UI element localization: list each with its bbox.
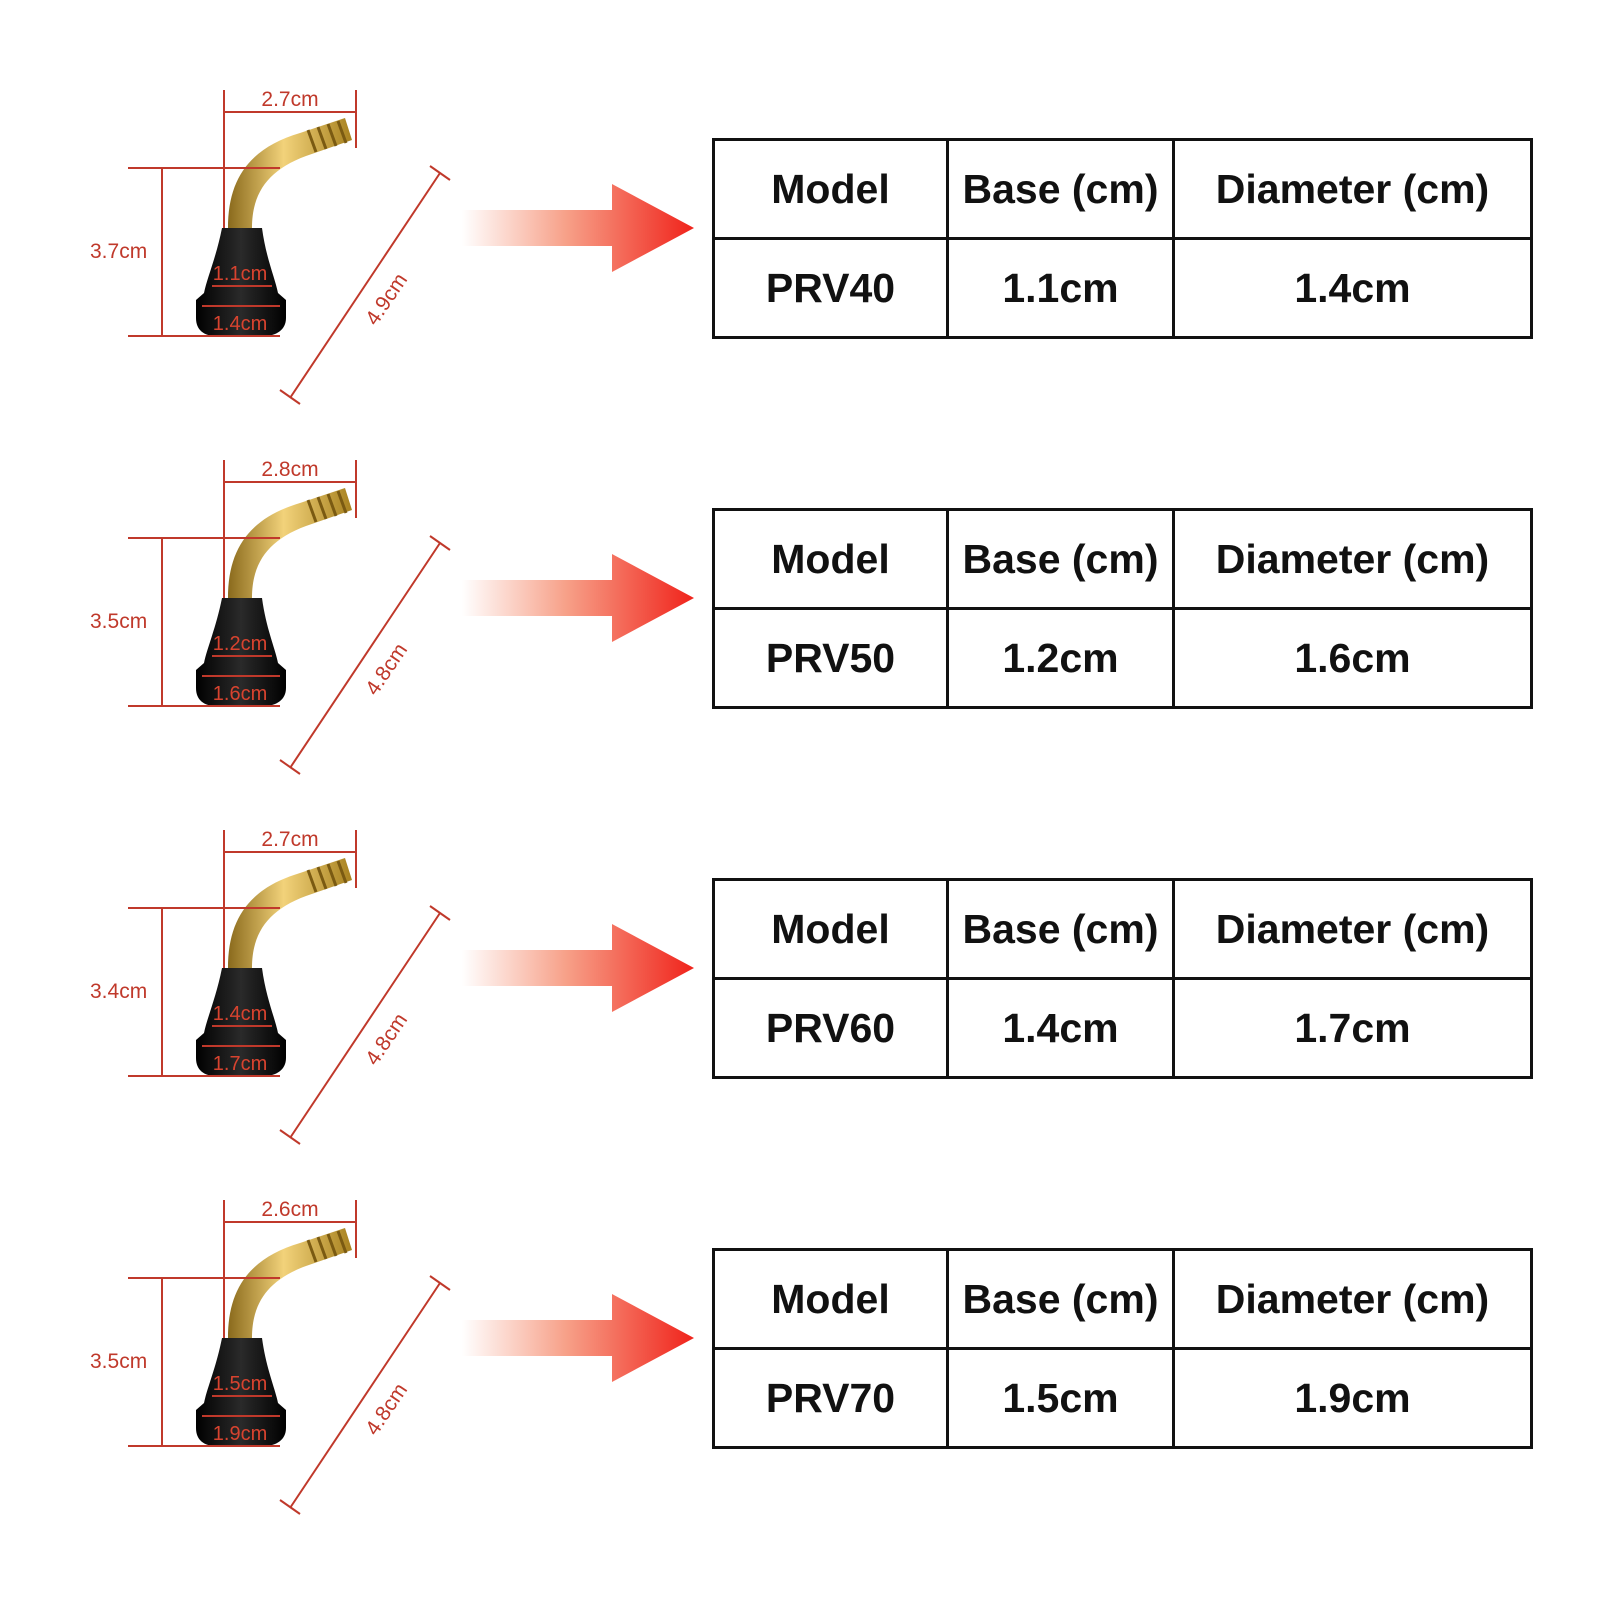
header-model: Model [712, 878, 949, 980]
diameter-value: 1.4cm [1172, 237, 1533, 339]
width-label: 2.8cm [261, 458, 318, 481]
model-value: PRV60 [712, 977, 949, 1079]
valve-diagram: 2.7cm 3.7cm 4.9cm 1.1cm 1.4cm [90, 88, 451, 405]
dimension-lines [128, 830, 451, 1145]
base-label: 1.1cm [213, 263, 267, 285]
base-label: 1.4cm [213, 1003, 267, 1025]
spec-header-row: Model Base (cm) Diameter (cm) [712, 878, 1533, 980]
brass-stem-icon [228, 858, 352, 968]
header-diameter: Diameter (cm) [1172, 508, 1533, 610]
header-base: Base (cm) [946, 508, 1175, 610]
dimension-lines [128, 1200, 451, 1515]
model-value: PRV70 [712, 1347, 949, 1449]
spec-header-row: Model Base (cm) Diameter (cm) [712, 1248, 1533, 1350]
dimension-lines [128, 90, 451, 405]
spec-table: Model Base (cm) Diameter (cm) PRV50 1.2c… [712, 508, 1533, 709]
base-value: 1.4cm [946, 977, 1175, 1079]
rubber-body-icon [196, 1338, 286, 1446]
brass-stem-icon [228, 118, 352, 228]
base-value: 1.1cm [946, 237, 1175, 339]
diameter-value: 1.9cm [1172, 1347, 1533, 1449]
brass-stem-icon [228, 488, 352, 598]
diameter-value: 1.6cm [1172, 607, 1533, 709]
thread-icon [306, 1230, 348, 1263]
base-value: 1.5cm [946, 1347, 1175, 1449]
base-value: 1.2cm [946, 607, 1175, 709]
model-value: PRV40 [712, 237, 949, 339]
height-label: 3.5cm [90, 610, 147, 633]
valve-diagram: 2.7cm 3.4cm 4.8cm 1.4cm 1.7cm [90, 828, 451, 1145]
variant-row-prv60: 2.7cm 3.4cm 4.8cm 1.4cm 1.7cm Model Base… [0, 818, 1600, 1198]
width-label: 2.7cm [261, 88, 318, 111]
diameter-label: 1.6cm [213, 683, 267, 705]
variant-row-prv50: 2.8cm 3.5cm 4.8cm 1.2cm 1.6cm Model Base… [0, 448, 1600, 828]
header-base: Base (cm) [946, 878, 1175, 980]
header-diameter: Diameter (cm) [1172, 1248, 1533, 1350]
spec-table: Model Base (cm) Diameter (cm) PRV60 1.4c… [712, 878, 1533, 1079]
rubber-body-icon [196, 228, 286, 336]
valve-diagram: 2.8cm 3.5cm 4.8cm 1.2cm 1.6cm [90, 458, 451, 775]
arrow-right-icon [462, 924, 694, 1012]
spec-value-row: PRV60 1.4cm 1.7cm [712, 977, 1533, 1079]
diameter-value: 1.7cm [1172, 977, 1533, 1079]
dimension-lines [128, 460, 451, 775]
header-base: Base (cm) [946, 1248, 1175, 1350]
height-label: 3.4cm [90, 980, 147, 1003]
header-model: Model [712, 138, 949, 240]
base-label: 1.5cm [213, 1373, 267, 1395]
rubber-body-icon [196, 968, 286, 1076]
model-value: PRV50 [712, 607, 949, 709]
valve-diagram: 2.6cm 3.5cm 4.8cm 1.5cm 1.9cm [90, 1198, 451, 1515]
thread-icon [306, 860, 348, 893]
thread-icon [306, 120, 348, 153]
arrow-right-icon [462, 1294, 694, 1382]
base-label: 1.2cm [213, 633, 267, 655]
spec-table: Model Base (cm) Diameter (cm) PRV40 1.1c… [712, 138, 1533, 339]
height-label: 3.7cm [90, 240, 147, 263]
thread-icon [306, 490, 348, 523]
arrow-right-icon [462, 184, 694, 272]
diameter-label: 1.4cm [213, 313, 267, 335]
header-base: Base (cm) [946, 138, 1175, 240]
header-diameter: Diameter (cm) [1172, 138, 1533, 240]
spec-value-row: PRV40 1.1cm 1.4cm [712, 237, 1533, 339]
brass-stem-icon [228, 1228, 352, 1338]
height-label: 3.5cm [90, 1350, 147, 1373]
rubber-body-icon [196, 598, 286, 706]
diameter-label: 1.9cm [213, 1423, 267, 1445]
spec-header-row: Model Base (cm) Diameter (cm) [712, 138, 1533, 240]
spec-value-row: PRV50 1.2cm 1.6cm [712, 607, 1533, 709]
variant-row-prv70: 2.6cm 3.5cm 4.8cm 1.5cm 1.9cm Model Base… [0, 1188, 1600, 1568]
spec-table: Model Base (cm) Diameter (cm) PRV70 1.5c… [712, 1248, 1533, 1449]
header-model: Model [712, 1248, 949, 1350]
spec-value-row: PRV70 1.5cm 1.9cm [712, 1347, 1533, 1449]
arrow-right-icon [462, 554, 694, 642]
header-diameter: Diameter (cm) [1172, 878, 1533, 980]
width-label: 2.6cm [261, 1198, 318, 1221]
variant-row-prv40: 2.7cm 3.7cm 4.9cm 1.1cm 1.4cm Model Base… [0, 78, 1600, 458]
diameter-label: 1.7cm [213, 1053, 267, 1075]
spec-header-row: Model Base (cm) Diameter (cm) [712, 508, 1533, 610]
header-model: Model [712, 508, 949, 610]
width-label: 2.7cm [261, 828, 318, 851]
